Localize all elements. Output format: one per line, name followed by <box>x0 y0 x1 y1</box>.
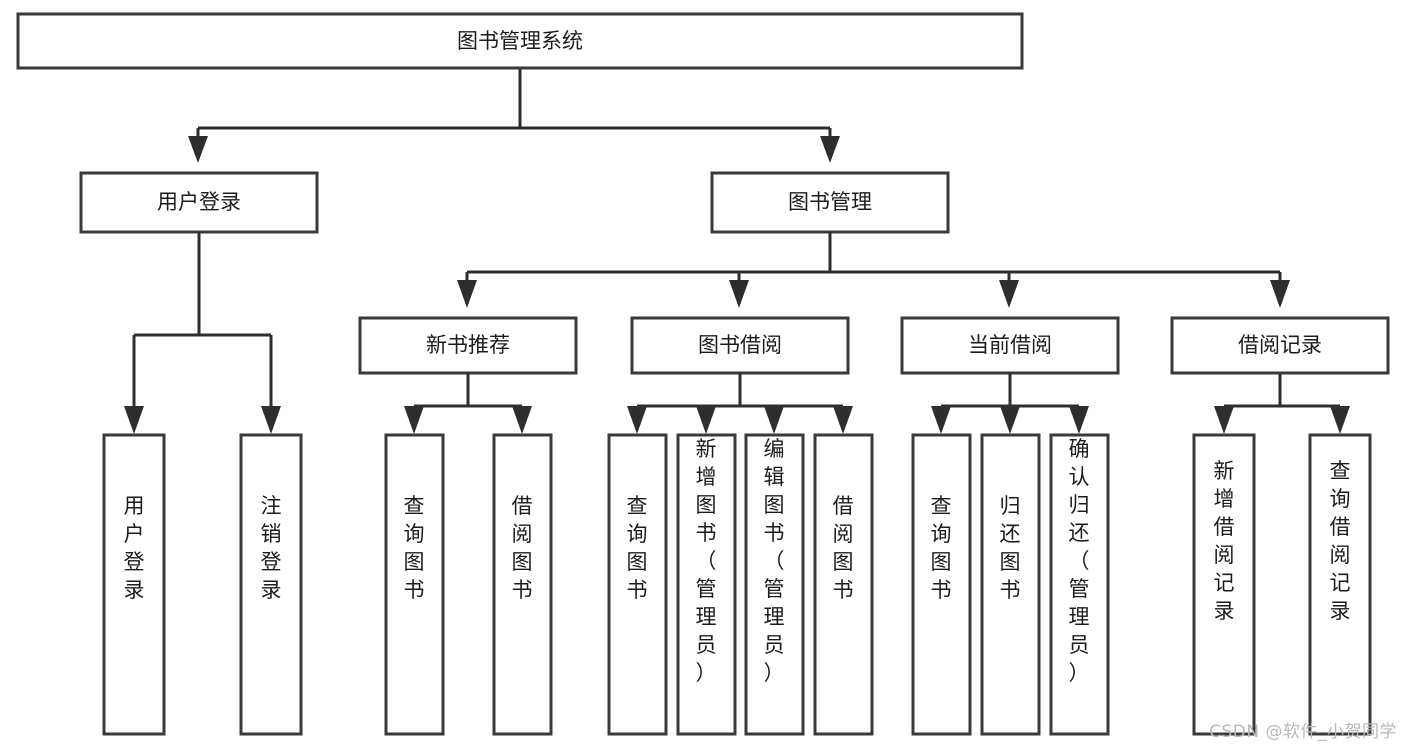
arrow-head-current-borrow <box>999 280 1019 308</box>
csdn-watermark: CSDN @软件_小贺同学 <box>1209 722 1397 742</box>
node-user-login-label: 用户登录 <box>157 190 241 214</box>
leaf-node-cb-query-book[interactable]: 查询图书 <box>911 433 972 736</box>
arrow-head-new-book <box>457 280 477 308</box>
node-root-box <box>16 12 1024 70</box>
leaf-node-br-query-record-box <box>1308 433 1372 736</box>
leaf-node-bb-add-book[interactable]: 新增图书（管理员） <box>676 433 737 736</box>
arrow-head-leaf-user-login <box>124 406 144 434</box>
arrow-head-book-manage <box>820 136 840 163</box>
arrow-head-leaf-bb-edit <box>764 406 784 434</box>
leaf-node-bb-borrow-book[interactable]: 借阅图书 <box>813 433 874 736</box>
leaf-node-bb-add-book-label: 新增图书（管理员） <box>696 437 717 685</box>
arrow-head-leaf-bb-query <box>627 406 647 434</box>
leaf-node-bb-edit-book-box <box>744 433 805 736</box>
leaf-node-nb-borrow-book-box <box>492 433 553 736</box>
node-root-label: 图书管理系统 <box>457 29 583 53</box>
node-current-borrow-box <box>900 316 1120 375</box>
leaf-node-bb-borrow-book-label: 借阅图书 <box>833 494 854 602</box>
connector-group-book-management <box>457 232 1290 308</box>
arrow-head-leaf-bb-add <box>696 406 716 434</box>
arrow-head-leaf-nb-query <box>404 406 424 434</box>
leaf-node-br-add-record[interactable]: 新增借阅记录 <box>1192 433 1256 736</box>
leaf-node-bb-query-book-box <box>607 433 668 736</box>
leaf-node-cb-confirm-return-box <box>1049 433 1110 736</box>
leaf-node-bb-borrow-book-box <box>813 433 874 736</box>
arrow-head-book-borrow <box>729 280 749 308</box>
leaf-node-user-login[interactable]: 用户登录 <box>102 433 166 736</box>
connector-group-new-book-leaves <box>404 373 532 434</box>
leaf-node-bb-query-book[interactable]: 查询图书 <box>607 433 668 736</box>
connector-group-borrow-record-leaves <box>1214 373 1350 434</box>
leaf-node-nb-query-book[interactable]: 查询图书 <box>384 433 445 736</box>
node-book-borrow[interactable]: 图书借阅 <box>630 316 850 375</box>
node-current-borrow[interactable]: 当前借阅 <box>900 316 1120 375</box>
leaf-node-cb-return-book-label: 归还图书 <box>1000 494 1021 602</box>
leaf-node-logout-label: 注销登录 <box>261 494 282 602</box>
arrow-head-leaf-nb-borrow <box>512 406 532 434</box>
node-book-borrow-label: 图书借阅 <box>698 333 782 357</box>
leaf-node-br-add-record-label: 新增借阅记录 <box>1214 459 1235 623</box>
node-borrow-record-box <box>1170 316 1390 375</box>
leaf-node-nb-borrow-book-label: 借阅图书 <box>512 494 533 602</box>
arrow-head-leaf-br-add <box>1214 406 1234 434</box>
arrow-head-leaf-br-query <box>1330 406 1350 434</box>
leaf-node-bb-query-book-label: 查询图书 <box>627 494 648 602</box>
arrow-head-leaf-cb-return <box>1000 406 1020 434</box>
leaf-node-cb-return-book[interactable]: 归还图书 <box>980 433 1041 736</box>
connector-group-current-borrow-leaves <box>931 373 1089 434</box>
node-borrow-record-label: 借阅记录 <box>1238 333 1322 357</box>
leaf-node-bb-edit-book[interactable]: 编辑图书（管理员） <box>744 433 805 736</box>
node-borrow-record[interactable]: 借阅记录 <box>1170 316 1390 375</box>
leaf-node-nb-borrow-book[interactable]: 借阅图书 <box>492 433 553 736</box>
node-book-borrow-box <box>630 316 850 375</box>
leaf-node-nb-query-book-box <box>384 433 445 736</box>
node-book-management-box <box>710 171 950 234</box>
leaf-node-nb-query-book-label: 查询图书 <box>404 494 425 602</box>
leaf-node-cb-return-book-box <box>980 433 1041 736</box>
node-user-login[interactable]: 用户登录 <box>79 171 319 234</box>
leaf-node-logout-box <box>239 433 303 736</box>
arrow-head-borrow-record <box>1270 280 1290 308</box>
node-root-system[interactable]: 图书管理系统 <box>16 12 1024 70</box>
arrow-head-leaf-cb-query <box>931 406 951 434</box>
leaf-node-user-login-label: 用户登录 <box>124 494 145 602</box>
arrow-head-user-login <box>188 136 208 163</box>
leaf-node-br-query-record-label: 查询借阅记录 <box>1330 459 1351 623</box>
leaf-node-cb-query-book-box <box>911 433 972 736</box>
leaf-node-logout[interactable]: 注销登录 <box>239 433 303 736</box>
connector-group-root <box>188 68 840 163</box>
node-book-management-label: 图书管理 <box>788 190 872 214</box>
leaf-node-br-query-record[interactable]: 查询借阅记录 <box>1308 433 1372 736</box>
leaf-node-user-login-box <box>102 433 166 736</box>
arrow-head-leaf-bb-borrow <box>833 406 853 434</box>
arrow-head-leaf-cb-confirm <box>1069 406 1089 434</box>
connector-group-book-borrow-leaves <box>627 373 853 434</box>
node-new-book-recommend-box <box>358 316 578 375</box>
leaf-node-cb-confirm-return[interactable]: 确认归还（管理员） <box>1049 433 1110 736</box>
leaf-node-bb-edit-book-label: 编辑图书（管理员） <box>764 437 785 685</box>
node-new-book-recommend-label: 新书推荐 <box>426 333 510 357</box>
leaf-node-cb-confirm-return-label: 确认归还（管理员） <box>1069 437 1090 685</box>
arrow-head-leaf-logout <box>261 406 281 434</box>
connector-group-user-login-leaves <box>124 232 281 434</box>
leaf-node-cb-query-book-label: 查询图书 <box>931 494 952 602</box>
node-book-management[interactable]: 图书管理 <box>710 171 950 234</box>
leaf-node-br-add-record-box <box>1192 433 1256 736</box>
leaf-node-bb-add-book-box <box>676 433 737 736</box>
node-new-book-recommend[interactable]: 新书推荐 <box>358 316 578 375</box>
node-current-borrow-label: 当前借阅 <box>968 333 1052 357</box>
